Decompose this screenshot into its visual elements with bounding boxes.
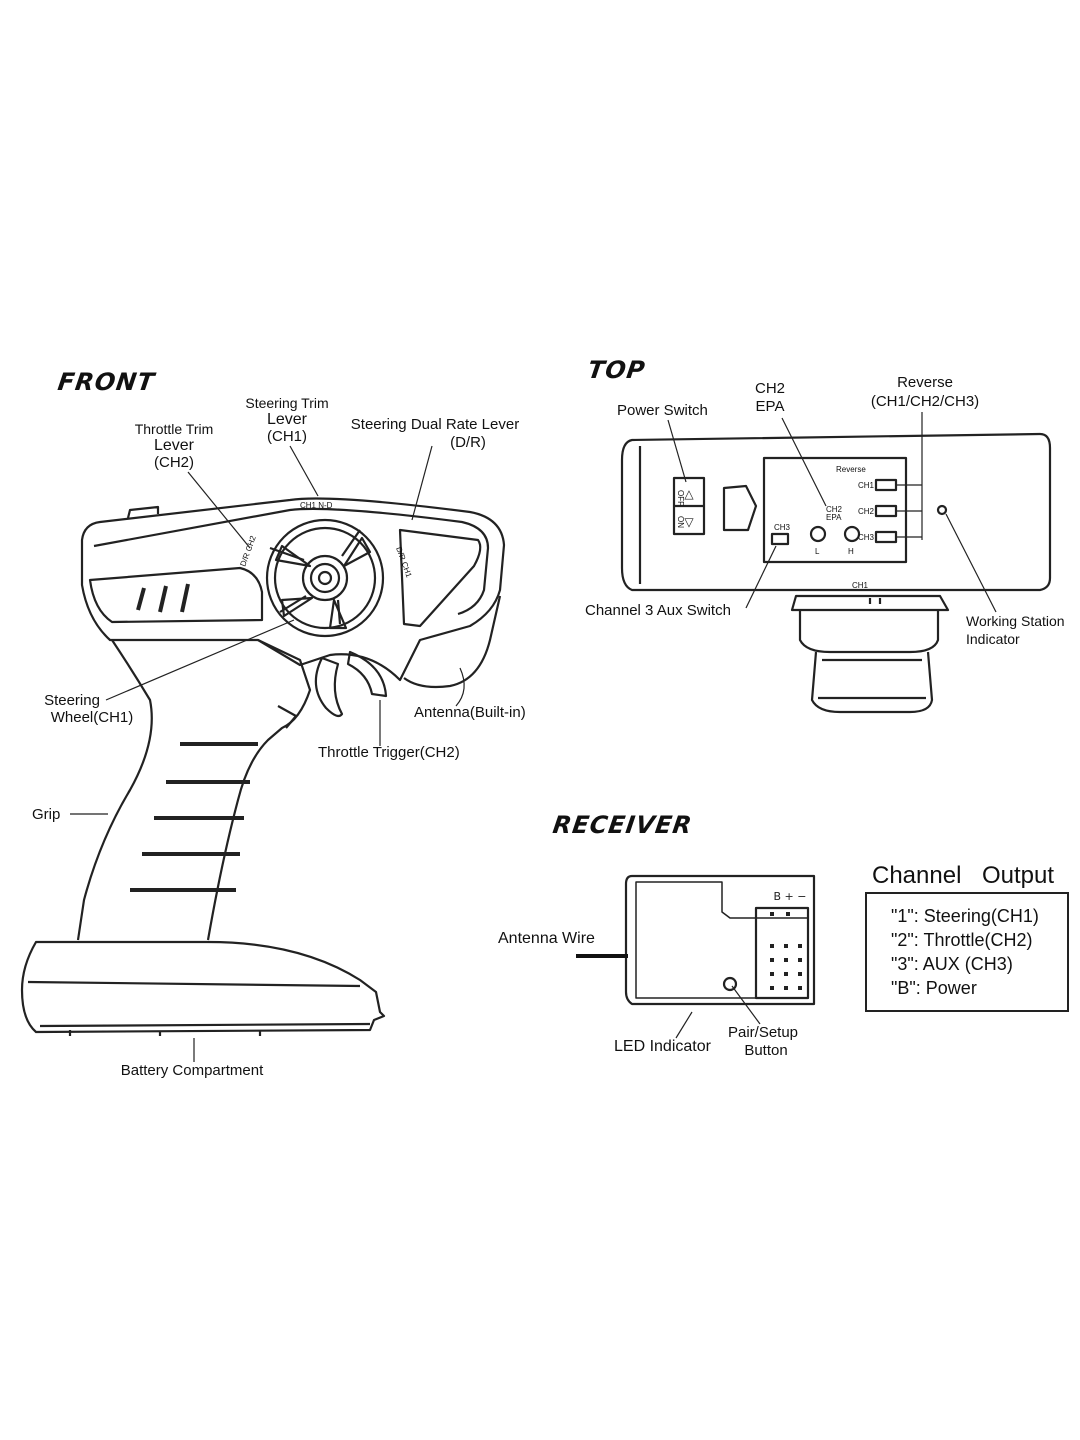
trim-marking-top: CH1 N-D [300,501,333,510]
working-station-label: Working Station [966,613,1065,629]
steering-wheel-label: Steering [44,692,100,709]
channel-row: "1": Steering(CH1) [891,906,1039,926]
knob-h-marking: H [848,547,854,556]
reverse-marking: Reverse [836,465,866,474]
throttle-trigger-label: Throttle Trigger(CH2) [318,744,460,761]
steering-wheel-label-channel: Wheel(CH1) [50,709,134,726]
steering-trim-label-lever: Lever [266,411,308,428]
reverse-ch2-marking: CH2 [858,507,875,516]
power-switch-label: Power Switch [617,402,708,419]
svg-text:△: △ [684,487,694,501]
reverse-ch1-marking: CH1 [858,481,875,490]
throttle-trim-label: Throttle Trim [134,421,214,437]
ch2-epa-label-2: EPA [755,398,785,415]
led-indicator-label: LED Indicator [614,1038,711,1055]
pair-setup-label: Pair/Setup [727,1024,799,1041]
antenna-wire-label: Antenna Wire [498,930,595,947]
antenna-label: Antenna(Built-in) [414,704,526,721]
epa-marking-2: EPA [826,513,842,522]
working-station-label-2: Indicator [966,631,1020,647]
channel-row: "2": Throttle(CH2) [891,930,1033,950]
throttle-trim-label-channel: (CH2) [154,454,194,471]
pair-setup-label-2: Button [744,1042,788,1059]
ch2-epa-label: CH2 [754,380,786,397]
channel-table-heading: Channel [872,862,962,889]
aux-switch-label: Channel 3 Aux Switch [585,602,731,619]
steering-trim-label: Steering Trim [245,395,329,411]
ch3-switch-marking: CH3 [774,523,791,532]
grip-label: Grip [32,806,61,823]
steering-dual-rate-label: Steering Dual Rate Lever [350,416,520,433]
steering-dual-rate-label-abbr: (D/R) [450,434,486,451]
receiver-pin-marking: B + − [774,890,807,903]
reverse-label-channels: (CH1/CH2/CH3) [870,393,980,410]
channel-row: "B": Power [891,978,977,998]
output-table-heading: Output [982,862,1055,889]
steering-trim-label-channel: (CH1) [267,428,307,445]
throttle-trim-label-lever: Lever [153,437,195,454]
reverse-label: Reverse [897,374,953,391]
svg-text:▽: ▽ [684,515,694,529]
channel-row: "3": AUX (CH3) [891,954,1013,974]
ch1-bottom-marking: CH1 [852,581,869,590]
channel-output-table: "1": Steering(CH1) "2": Throttle(CH2) "3… [865,892,1069,1012]
knob-l-marking: L [815,547,820,556]
epa-marking-1: CH2 [826,505,843,514]
battery-compartment-label: Battery Compartment [120,1062,264,1079]
switch-off-marking: OFF [676,490,685,506]
reverse-ch3-marking: CH3 [858,533,875,542]
switch-on-marking: ON [676,516,685,528]
